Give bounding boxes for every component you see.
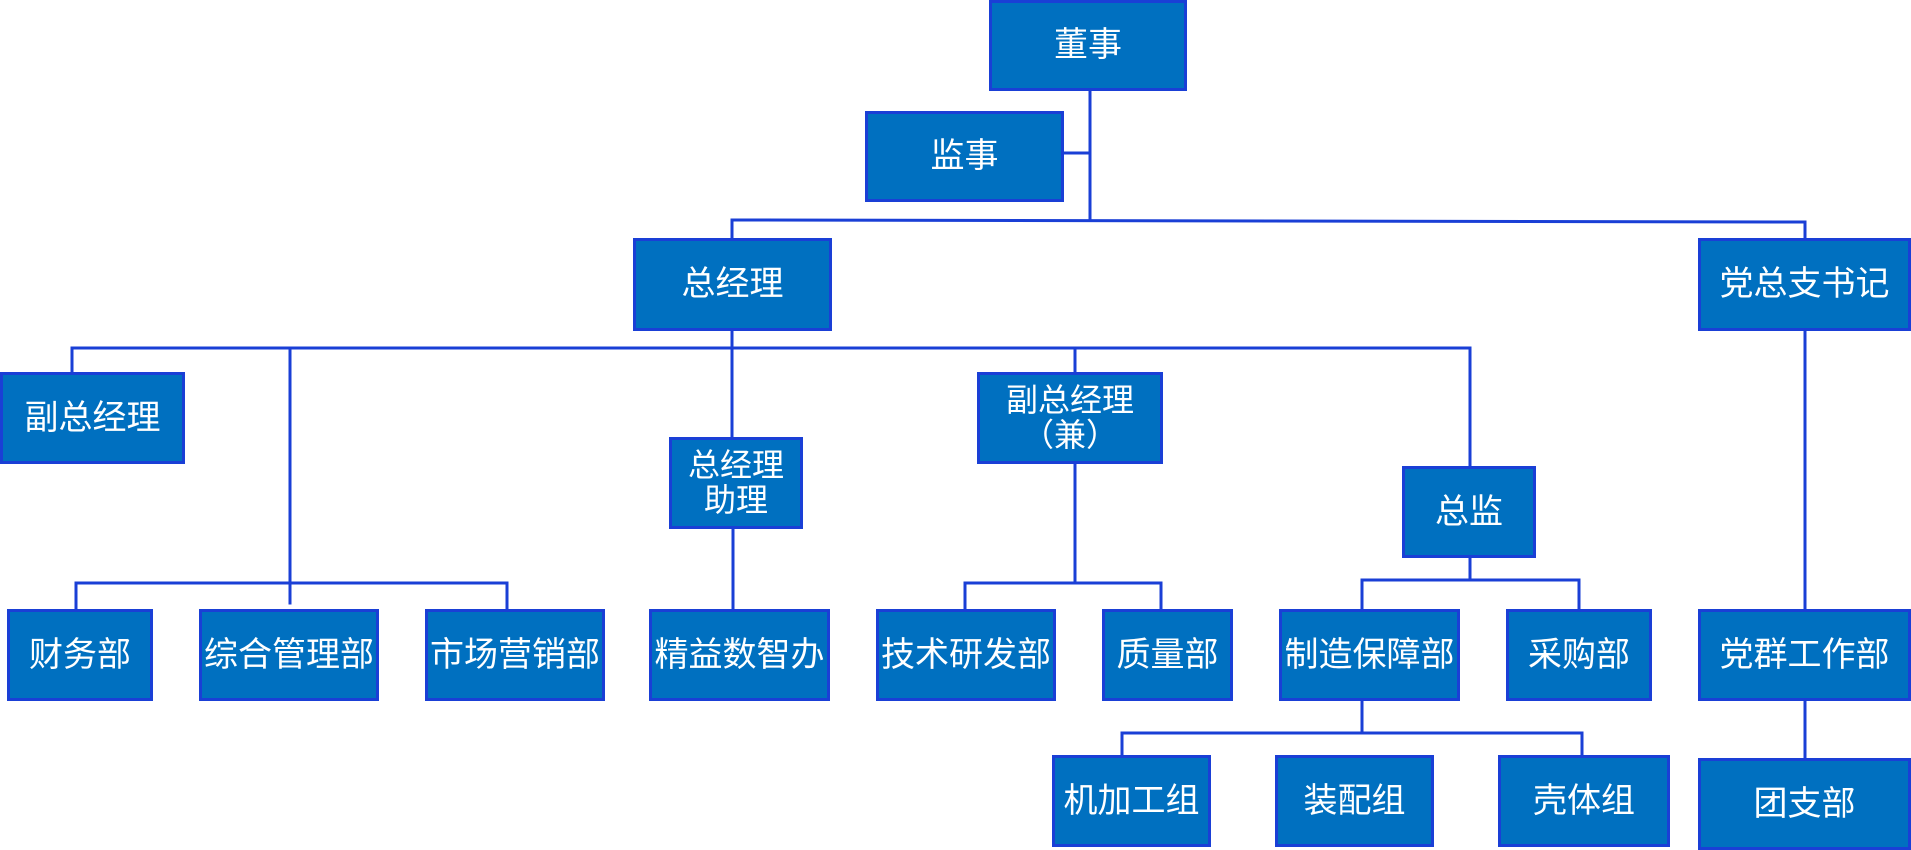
node-dangzongzhishuji: 党总支书记 bbox=[1698, 238, 1911, 331]
node-dangqungongzuobu: 党群工作部 bbox=[1698, 609, 1911, 701]
node-zongjinglizhuli: 总经理 助理 bbox=[669, 437, 803, 529]
node-label: 团支部 bbox=[1753, 783, 1856, 824]
node-label: 质量部 bbox=[1116, 634, 1219, 675]
node-label: 总监 bbox=[1435, 491, 1503, 532]
node-label: 市场营销部 bbox=[430, 634, 600, 675]
node-label: 综合管理部 bbox=[204, 634, 374, 675]
node-zhizaobaozhangbu: 制造保障部 bbox=[1279, 609, 1460, 701]
node-label: 财务部 bbox=[29, 634, 131, 675]
node-label-line1: 总经理 bbox=[687, 446, 784, 485]
node-zhiliangbu: 质量部 bbox=[1102, 609, 1233, 701]
node-caiwubu: 财务部 bbox=[7, 609, 153, 701]
node-zhuangpeizu: 装配组 bbox=[1275, 755, 1434, 847]
node-label: 总经理 bbox=[681, 264, 784, 305]
node-label: 机加工组 bbox=[1063, 780, 1200, 821]
node-jishuyanfabu: 技术研发部 bbox=[876, 609, 1056, 701]
node-dongshi: 董事 bbox=[989, 0, 1187, 91]
node-label: 采购部 bbox=[1528, 634, 1630, 675]
node-label: 装配组 bbox=[1303, 780, 1406, 821]
node-label: 党群工作部 bbox=[1719, 634, 1890, 675]
connector-level2-bus bbox=[730, 218, 1807, 224]
node-label-line2: 助理 bbox=[703, 481, 768, 519]
node-label-line2: （兼） bbox=[1021, 416, 1118, 454]
node-zongheguanlibu: 综合管理部 bbox=[199, 609, 379, 701]
node-caigoubu: 采购部 bbox=[1506, 609, 1652, 701]
node-jingyishuzhiban: 精益数智办 bbox=[649, 609, 830, 701]
node-zongjian: 总监 bbox=[1402, 466, 1536, 558]
node-zongjingli: 总经理 bbox=[633, 238, 832, 331]
node-ketizu: 壳体组 bbox=[1498, 755, 1670, 847]
node-label: 党总支书记 bbox=[1719, 264, 1890, 305]
node-tuanzhibu: 团支部 bbox=[1698, 758, 1911, 850]
node-jijiagongzu: 机加工组 bbox=[1052, 755, 1211, 847]
node-jianshi: 监事 bbox=[865, 111, 1064, 202]
node-fuzongjingli-jian: 副总经理 （兼） bbox=[977, 372, 1163, 464]
node-fuzongjingli: 副总经理 bbox=[0, 372, 185, 464]
node-label: 技术研发部 bbox=[881, 634, 1051, 675]
node-label: 壳体组 bbox=[1533, 780, 1635, 821]
node-label: 制造保障部 bbox=[1284, 634, 1455, 675]
node-label: 监事 bbox=[930, 136, 999, 177]
node-shichangyingxiaobu: 市场营销部 bbox=[425, 609, 605, 701]
node-label: 精益数智办 bbox=[654, 634, 825, 675]
node-label: 董事 bbox=[1054, 25, 1122, 66]
node-label: 副总经理 bbox=[24, 397, 161, 438]
node-label-line1: 副总经理 bbox=[1005, 381, 1134, 420]
